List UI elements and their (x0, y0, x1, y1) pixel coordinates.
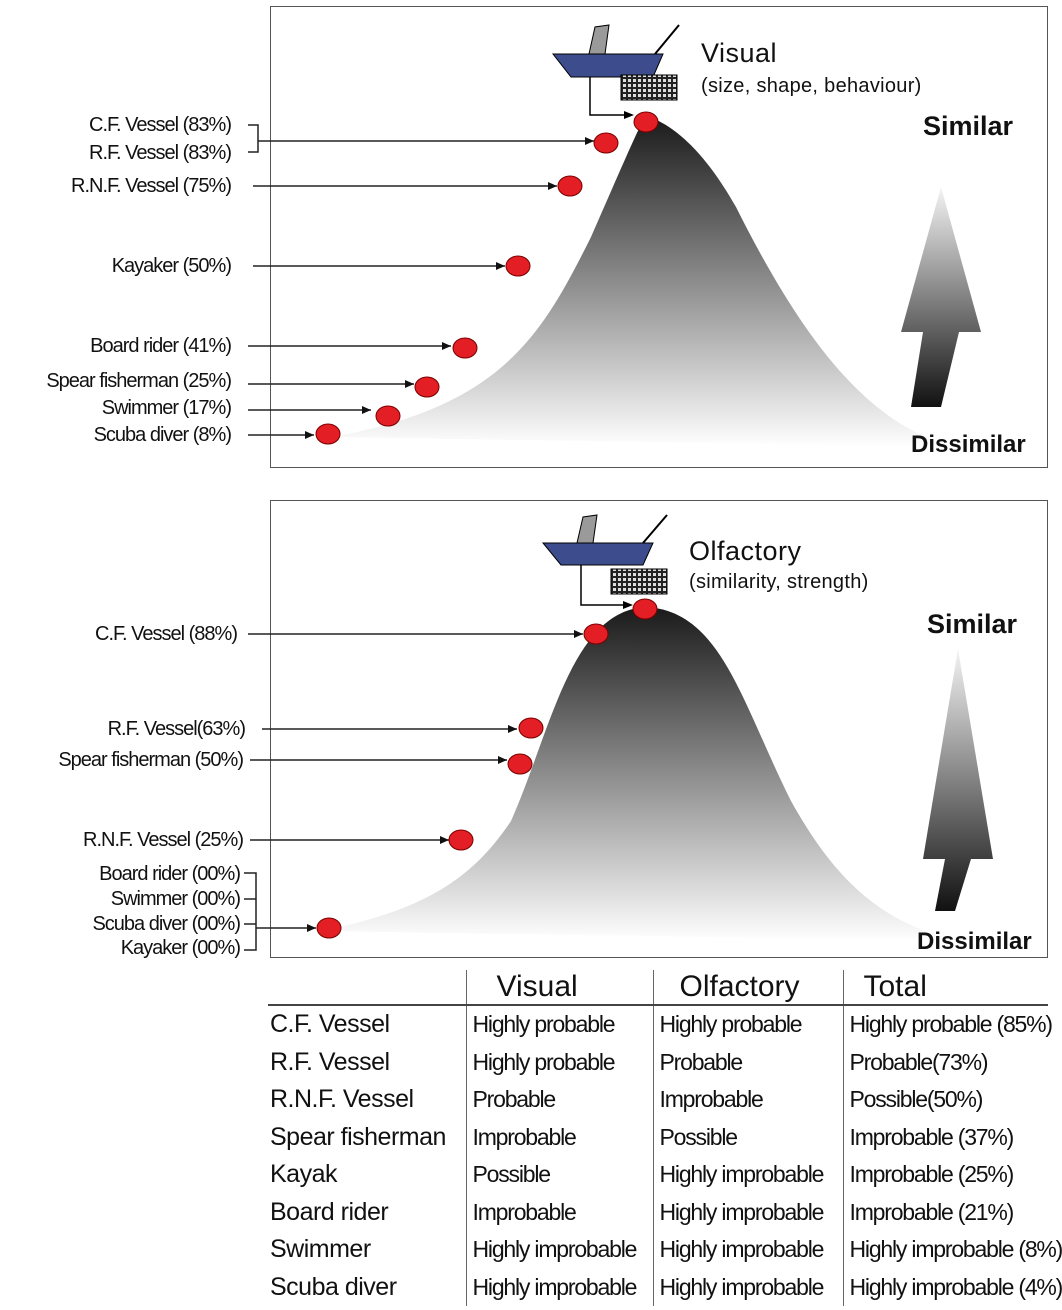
label-scuba-visual: Scuba diver (8%) (93, 424, 232, 446)
table-cell-visual: Highly improbable (465, 1231, 653, 1269)
table-cell-olfactory: Highly improbable (652, 1268, 843, 1306)
table-row: C.F. Vessel Highly probable Highly proba… (268, 1005, 1053, 1044)
table-row: Swimmer Highly improbable Highly improba… (268, 1231, 1062, 1269)
olfactory-distribution-curve (321, 607, 961, 941)
visual-similar-label: Similar (923, 111, 1014, 141)
boat-icon (541, 514, 668, 566)
table-cell-name: R.F. Vessel (270, 1047, 390, 1076)
label-rnf-visual: R.N.F. Vessel (75%) (71, 175, 232, 197)
olfactory-diagram (321, 514, 993, 941)
table-cell-visual: Possible (465, 1156, 653, 1194)
fishing-net-icon (620, 74, 678, 101)
table-cell-total: Highly improbable (4%) (842, 1268, 1062, 1306)
visual-title: Visual (701, 38, 778, 68)
table-cell-total: Improbable (25%) (842, 1156, 1048, 1194)
table-cell-olfactory: Probable (652, 1043, 843, 1081)
table-header-olfactory: Olfactory (652, 970, 843, 1006)
olfactory-panel: Olfactory (similarity, strength) Similar… (270, 500, 1048, 958)
table-cell-visual: Probable (465, 1081, 653, 1119)
table-cell-olfactory: Improbable (652, 1081, 843, 1119)
table-cell-name: Kayak (270, 1160, 337, 1188)
boat-icon (551, 24, 680, 78)
table-row: Scuba diver Highly improbable Highly imp… (268, 1268, 1062, 1306)
label-rf-olf: R.F. Vessel(63%) (107, 718, 246, 740)
table-cell-olfactory: Highly probable (652, 1005, 843, 1044)
label-board-visual: Board rider (41%) (90, 335, 232, 357)
table-header-visual: Visual (465, 970, 653, 1006)
table-cell-total: Highly improbable (8%) (842, 1231, 1062, 1269)
table-cell-total: Probable(73%) (842, 1043, 1048, 1081)
olfactory-dissimilar-label: Dissimilar (917, 928, 1032, 955)
label-spear-olf: Spear fisherman (50%) (58, 749, 244, 771)
olfactory-similar-label: Similar (927, 609, 1018, 639)
table-row: R.F. Vessel Highly probable Probable Pro… (268, 1043, 1048, 1081)
table-cell-name: R.N.F. Vessel (270, 1085, 414, 1113)
table-cell-name: Spear fisherman (270, 1122, 446, 1151)
visual-subtitle: (size, shape, behaviour) (701, 75, 922, 97)
label-swimmer-olf: Swimmer (00%) (110, 888, 241, 910)
label-scuba-olf: Scuba diver (00%) (92, 913, 241, 935)
table-cell-olfactory: Highly improbable (652, 1193, 843, 1231)
table-cell-visual: Improbable (465, 1193, 653, 1231)
table-cell-olfactory: Highly improbable (652, 1231, 843, 1269)
similarity-arrow-icon (923, 649, 993, 911)
table-header-total: Total (842, 970, 1048, 1006)
table-cell-visual: Highly improbable (465, 1268, 653, 1306)
similarity-arrow-icon (901, 187, 981, 407)
visual-dissimilar-label: Dissimilar (911, 431, 1026, 458)
table-header-blank (268, 970, 466, 1006)
table-row: R.N.F. Vessel Probable Improbable Possib… (268, 1081, 1048, 1119)
bracket-zero-olf (244, 872, 257, 951)
table-cell-total: Improbable (37%) (842, 1118, 1048, 1156)
table-cell-olfactory: Highly improbable (652, 1156, 843, 1194)
table-cell-total: Possible(50%) (842, 1081, 1048, 1119)
table-cell-olfactory: Possible (652, 1118, 843, 1156)
label-kayaker-olf: Kayaker (00%) (120, 937, 241, 959)
table-cell-total: Highly probable (85%) (842, 1005, 1053, 1044)
visual-distribution-curve (331, 117, 961, 447)
olfactory-title: Olfactory (689, 536, 802, 566)
olfactory-subtitle: (similarity, strength) (689, 571, 869, 593)
table-cell-visual: Improbable (465, 1118, 653, 1156)
fishing-net-icon (610, 568, 668, 595)
label-cf-visual: C.F. Vessel (83%) (89, 114, 232, 136)
table-cell-name: Swimmer (270, 1235, 371, 1263)
table-row: Kayak Possible Highly improbable Improba… (268, 1156, 1048, 1194)
label-cf-olf: C.F. Vessel (88%) (95, 623, 238, 645)
table-cell-visual: Highly probable (465, 1005, 653, 1044)
label-rf-visual: R.F. Vessel (83%) (89, 142, 232, 164)
table-row: Spear fisherman Improbable Possible Impr… (268, 1118, 1048, 1156)
label-board-olf: Board rider (00%) (99, 863, 241, 885)
table-cell-name: C.F. Vessel (270, 1010, 390, 1038)
table-row: Board rider Improbable Highly improbable… (268, 1193, 1048, 1231)
table-cell-name: Board rider (270, 1197, 389, 1226)
label-kayaker-visual: Kayaker (50%) (111, 255, 232, 277)
table-cell-name: Scuba diver (270, 1272, 397, 1301)
visual-panel: Visual (size, shape, behaviour) Similar … (270, 6, 1048, 468)
summary-table: Visual Olfactory Total C.F. Vessel Highl… (268, 970, 1062, 1306)
table-cell-visual: Highly probable (465, 1043, 653, 1081)
label-swimmer-visual: Swimmer (17%) (101, 397, 232, 419)
label-spear-visual: Spear fisherman (25%) (46, 370, 232, 392)
table-header-row: Visual Olfactory Total (268, 970, 1048, 1006)
label-rnf-olf: R.N.F. Vessel (25%) (83, 829, 244, 851)
bracket-visual-vessels (248, 124, 259, 153)
visual-diagram (331, 24, 981, 447)
table-cell-total: Improbable (21%) (842, 1193, 1048, 1231)
